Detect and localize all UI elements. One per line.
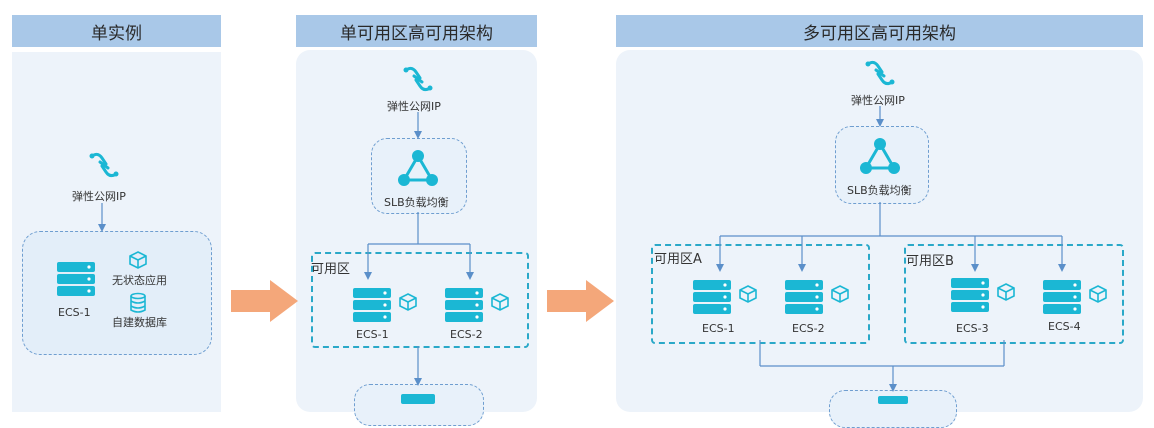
eip-link-icon [403, 66, 433, 92]
ecs-server-icon [353, 288, 391, 322]
cube-icon [129, 251, 147, 269]
transition-arrow-icon [547, 280, 614, 322]
slb-label-single-az: SLB负载均衡 [384, 196, 449, 209]
cube-icon [997, 283, 1015, 301]
ecs-server-icon [445, 288, 483, 322]
header-single-instance: 单实例 [12, 15, 221, 47]
connector-lines [98, 106, 1066, 392]
ecs-server-icon [1043, 280, 1081, 314]
database-icon [878, 396, 908, 404]
cube-icon [1089, 285, 1107, 303]
eip-link-icon [89, 152, 119, 178]
database-icon [130, 292, 146, 313]
self-built-db-label: 自建数据库 [112, 316, 167, 329]
ecs-server-icon [785, 280, 823, 314]
ecs2-label-single-az: ECS-2 [450, 328, 483, 341]
az-b-label: 可用区B [906, 254, 954, 269]
panel-single-az [296, 50, 537, 412]
ecs-server-icon [57, 262, 95, 296]
zone-single-az [311, 252, 529, 348]
ecs1-label-single: ECS-1 [58, 306, 91, 319]
slb-label-multi-az: SLB负载均衡 [847, 184, 912, 197]
header-single-az: 单可用区高可用架构 [296, 15, 537, 47]
ecs1-label-single-az: ECS-1 [356, 328, 389, 341]
cube-icon [739, 285, 757, 303]
eip-label-single: 弹性公网IP [72, 190, 126, 203]
slb-node-icon [860, 138, 900, 174]
ecs-server-icon [951, 278, 989, 312]
database-icon [401, 394, 435, 404]
az-label: 可用区 [311, 262, 351, 277]
ecs-server-icon [693, 280, 731, 314]
header-single-az-text: 单可用区高可用架构 [340, 23, 493, 44]
eip-link-icon [865, 60, 895, 86]
stateless-app-label: 无状态应用 [112, 274, 167, 287]
slb-box-multi-az [835, 126, 929, 204]
eip-label-single-az: 弹性公网IP [387, 100, 441, 113]
zone-b [904, 244, 1124, 344]
transition-arrow-icon [231, 280, 298, 322]
cube-icon [831, 285, 849, 303]
cube-icon [399, 293, 417, 311]
az-a-label: 可用区A [654, 252, 702, 267]
ecs2-label-multi-az: ECS-2 [792, 322, 825, 335]
ecs3-label-multi-az: ECS-3 [956, 322, 989, 335]
header-single-instance-text: 单实例 [91, 23, 142, 44]
slb-node-icon [398, 150, 438, 186]
ecs1-label-multi-az: ECS-1 [702, 322, 735, 335]
ecs4-label-multi-az: ECS-4 [1048, 320, 1081, 333]
single-instance-box [22, 231, 212, 355]
cube-icon [491, 293, 509, 311]
eip-label-multi-az: 弹性公网IP [851, 94, 905, 107]
header-multi-az-text: 多可用区高可用架构 [803, 23, 956, 44]
header-multi-az: 多可用区高可用架构 [616, 15, 1143, 47]
